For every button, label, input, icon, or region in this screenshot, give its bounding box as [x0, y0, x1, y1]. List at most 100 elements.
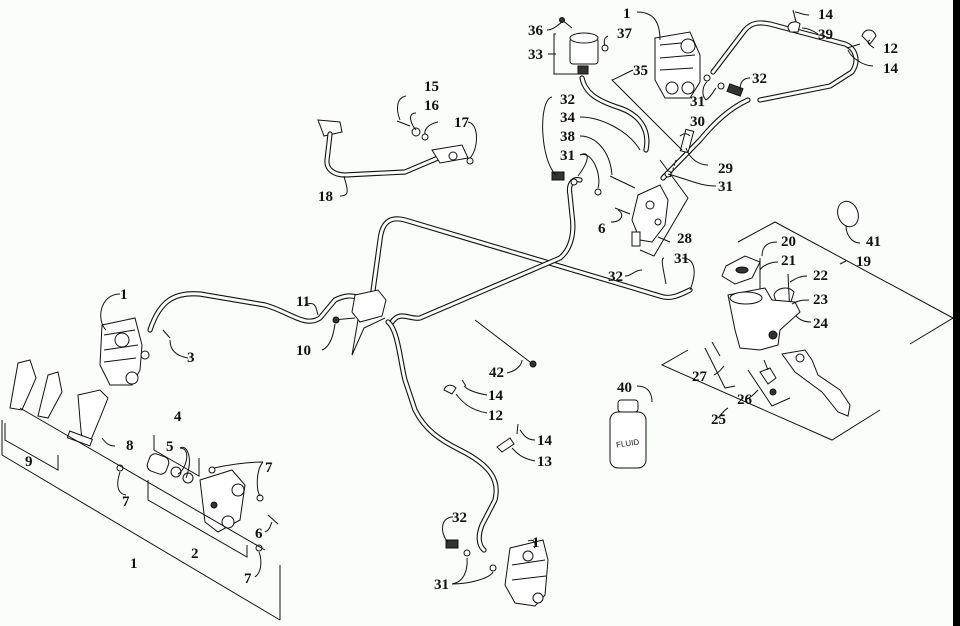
fluid-bottle-40: FLUID — [609, 399, 647, 469]
brake-line-11 — [147, 291, 363, 333]
switch-30 — [669, 128, 695, 179]
callout-31-lower: 31 — [674, 251, 689, 267]
clamp-39 — [787, 21, 801, 33]
callout-5: 5 — [166, 439, 174, 455]
callout-36: 36 — [528, 23, 544, 39]
right-edge-border — [953, 0, 960, 626]
callout-12-top: 12 — [883, 41, 898, 57]
washer-7-b — [208, 466, 216, 474]
callout-25: 25 — [711, 412, 726, 428]
callout-31-bottom: 31 — [434, 577, 449, 593]
master-cylinder-24 — [727, 287, 801, 351]
washer-31-bottom-a — [463, 549, 471, 557]
junction-block — [351, 289, 387, 356]
callout-37: 37 — [617, 26, 633, 42]
bolt-32-bottom — [445, 539, 459, 549]
callout-30: 30 — [690, 114, 705, 130]
callout-7-left: 7 — [122, 494, 130, 510]
callout-16: 16 — [424, 98, 440, 114]
callout-3: 3 — [187, 350, 195, 366]
pin-27 — [704, 341, 736, 389]
screw-14-top — [792, 9, 797, 23]
callout-6-low: 6 — [255, 526, 263, 542]
callout-22: 22 — [813, 268, 828, 284]
assembly-axis — [19, 407, 266, 551]
callout-1-bottom: 1 — [532, 535, 540, 551]
callout-26: 26 — [737, 392, 753, 408]
clamp-12-mid — [443, 379, 467, 395]
callout-31-right: 31 — [718, 179, 733, 195]
brake-pedal-18 — [317, 119, 469, 178]
caliper-bottom — [504, 539, 549, 607]
callout-28: 28 — [677, 231, 692, 247]
callout-27: 27 — [692, 369, 708, 385]
callout-34: 34 — [560, 110, 576, 126]
clamp-13 — [496, 423, 519, 453]
reservoir-33 — [569, 32, 599, 75]
callout-6-mid: 6 — [598, 221, 606, 237]
caliper-left — [99, 317, 150, 386]
callout-19: 19 — [856, 254, 871, 270]
callout-39: 39 — [818, 27, 833, 43]
callout-23: 23 — [813, 292, 828, 308]
washer-31-bottom-b — [489, 564, 497, 572]
washer-31-top-b — [717, 82, 725, 90]
callout-29: 29 — [718, 161, 733, 177]
callout-17: 17 — [454, 115, 470, 131]
reservoir-cap-21 — [721, 255, 761, 285]
callout-21: 21 — [781, 253, 796, 269]
valve-block-28 — [631, 184, 669, 247]
caliper-top — [654, 31, 701, 99]
washer-31-mid-a — [570, 178, 578, 186]
callout-1-left: 1 — [120, 287, 128, 303]
callout-33: 33 — [528, 47, 543, 63]
washer-31-mid-b — [594, 188, 602, 196]
bolt-15 — [396, 120, 411, 127]
callout-24: 24 — [813, 316, 829, 332]
callout-14-mid: 14 — [488, 388, 504, 404]
callout-labels: 1 36 37 33 35 14 39 12 14 32 31 32 34 38… — [25, 6, 899, 593]
callout-15: 15 — [424, 79, 439, 95]
oring-17-b — [466, 157, 474, 165]
oring-17-a — [421, 133, 429, 141]
callout-1-top: 1 — [623, 6, 631, 22]
leader-lines — [100, 11, 875, 585]
bracket-lines-19 — [737, 221, 953, 345]
callout-32-lower: 32 — [608, 269, 623, 285]
bolt-32-top — [726, 83, 744, 97]
callout-40: 40 — [617, 380, 632, 396]
callout-32-bottom: 32 — [452, 510, 467, 526]
pivot-bracket-26 — [747, 369, 791, 407]
callout-14-top: 14 — [818, 7, 834, 23]
callout-32-mid: 32 — [560, 92, 575, 108]
brake-pads-9 — [9, 359, 63, 419]
pivot-26 — [759, 359, 777, 396]
caliper-2 — [199, 469, 246, 533]
callout-13: 13 — [537, 454, 552, 470]
clamp-12-top — [861, 29, 877, 45]
callout-4: 4 — [174, 409, 182, 425]
callout-1-bottomleft: 1 — [130, 556, 138, 572]
callout-18: 18 — [318, 189, 333, 205]
washer-7-c — [256, 494, 264, 502]
brake-line-to-bottom-caliper — [385, 319, 499, 553]
bleeder-6-mid — [614, 207, 631, 215]
callout-35: 35 — [633, 63, 648, 79]
bracket-lines-25 — [660, 349, 881, 441]
brake-line-top-loop — [710, 20, 859, 103]
rod-42 — [474, 319, 537, 368]
brake-lever — [781, 349, 851, 417]
piston-5 — [146, 453, 194, 484]
screw-3 — [162, 329, 171, 339]
bracket-28 — [639, 159, 689, 257]
bolt-32-mid — [551, 171, 565, 181]
fluid-bottle-label: FLUID — [616, 437, 640, 449]
callout-31-mid: 31 — [560, 148, 575, 164]
snap-ring-41 — [837, 200, 859, 228]
brake-line-to-28 — [389, 177, 583, 325]
callout-7-bottom: 7 — [244, 571, 252, 587]
callout-31-top: 31 — [690, 94, 705, 110]
callout-7-right: 7 — [265, 460, 273, 476]
